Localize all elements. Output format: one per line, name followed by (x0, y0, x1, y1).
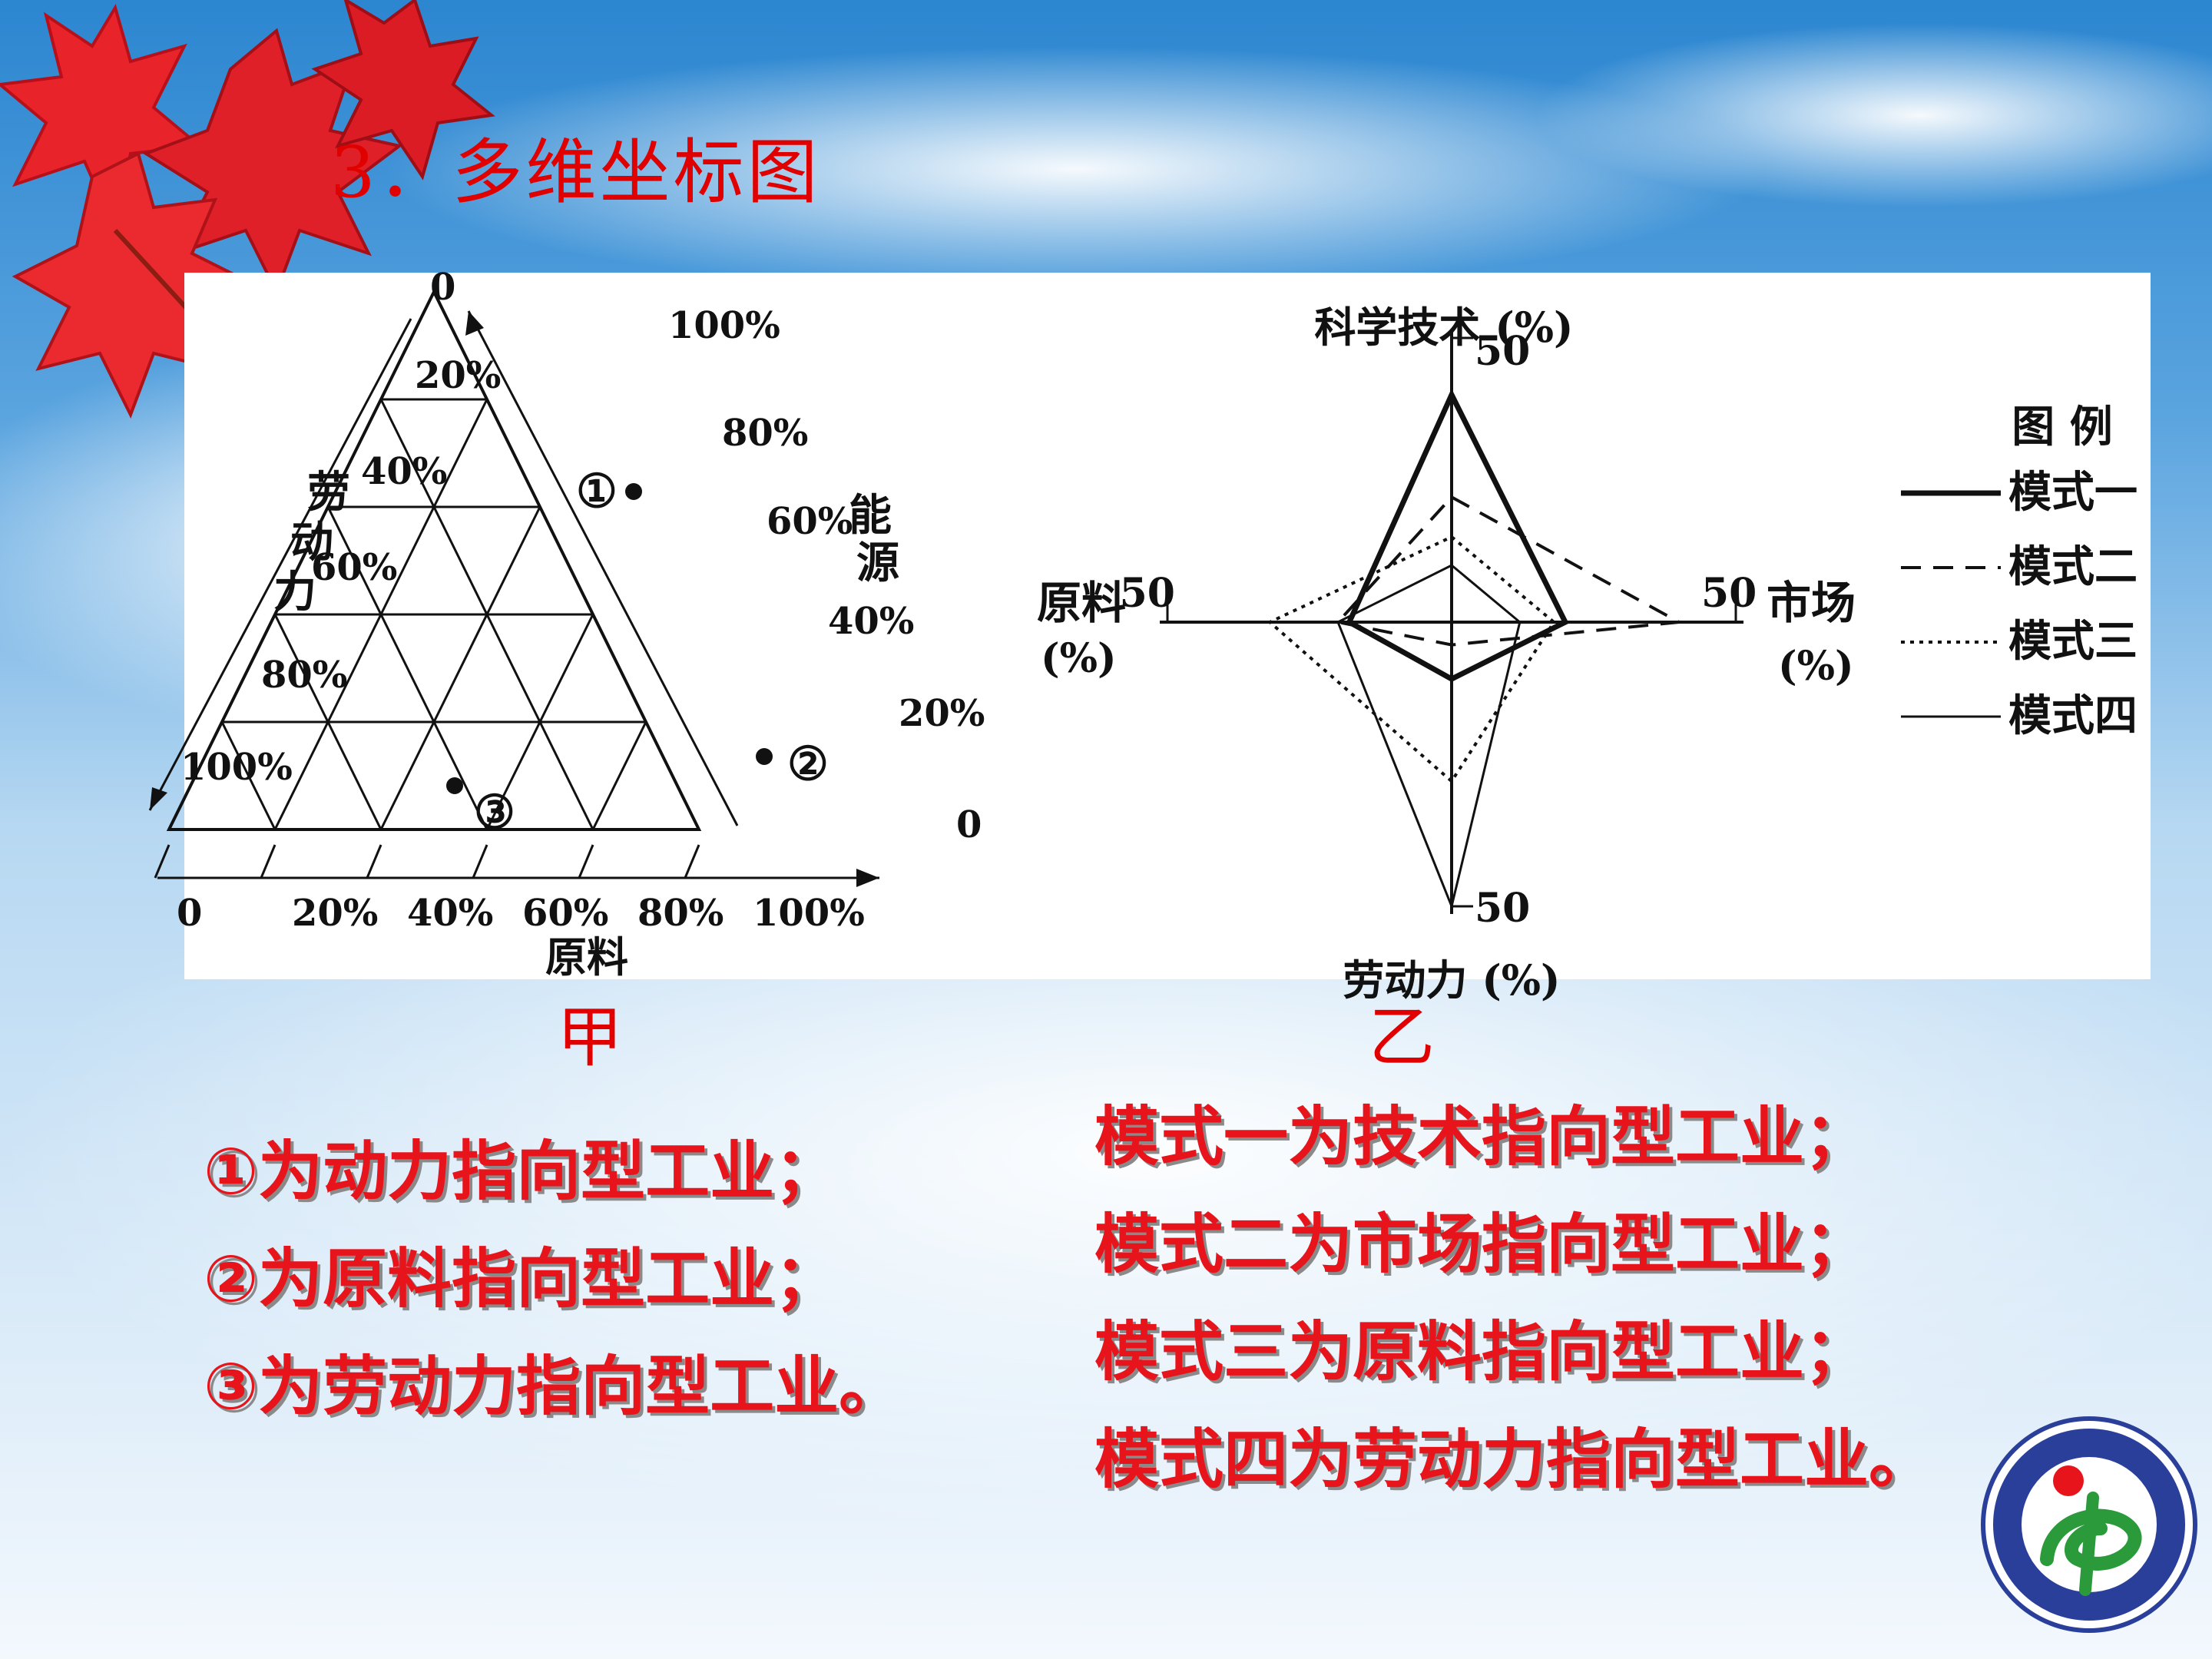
radar-series-thick (1346, 388, 1569, 682)
figure-panel: 0 100% 80% 60% 40% 20% 0 20% 40% 60% 80% 100% 0 20% 40… (148, 266, 2151, 1005)
left-axis-arrow (150, 787, 167, 810)
bottom-axis-tick-label: 80% (637, 892, 724, 935)
grid-line (379, 506, 541, 830)
right-axis-tick-label: 80% (722, 412, 808, 455)
bottom-axis-max-label: 50 (1475, 885, 1530, 932)
triangle-outline (166, 288, 702, 831)
right-axis-tick-label: 60% (767, 500, 853, 543)
school-seal-logo (1981, 1416, 2197, 1633)
conclusion-item: 模式三为原料指向型工业； (1094, 1314, 1869, 1389)
conclusions-left: ①为动力指向型工业； ②为原料指向型工业； ③为劳动力指向型工业。 (204, 1118, 903, 1440)
bottom-axis-tick-label: 100% (753, 892, 865, 935)
right-axis-name: 能 (849, 490, 892, 541)
bottom-tick (154, 844, 171, 879)
bottom-tick (578, 844, 594, 879)
right-axis-tick-label: 100% (668, 304, 780, 347)
radar-series-thin (1336, 564, 1522, 910)
bottom-tick (684, 844, 700, 879)
grid-line (379, 399, 594, 830)
bottom-axis-arrow (856, 869, 879, 887)
grid-line (273, 399, 488, 830)
bottom-axis-name: 原料 (545, 932, 628, 982)
data-point (756, 748, 773, 765)
left-axis-name: 劳 (307, 467, 350, 518)
legend-label: 模式四 (2008, 690, 2137, 741)
conclusion-item: 模式四为劳动力指向型工业。 (1094, 1422, 1934, 1497)
left-axis-tick-label: 80% (261, 654, 347, 697)
bottom-axis-tick-label: 20% (292, 892, 378, 935)
data-point-label: ① (576, 465, 618, 518)
legend-title: 图 例 (2012, 402, 2113, 452)
legend-label: 模式一 (2008, 467, 2137, 518)
right-axis-unit: (%) (1778, 643, 1854, 690)
maple-leaf-icon (0, 4, 204, 236)
left-axis-tick-label: 100% (180, 746, 293, 789)
triangle-chart-caption: 甲 (557, 999, 623, 1076)
bottom-tick (260, 844, 276, 879)
data-point-label: ③ (474, 786, 515, 839)
bottom-tick (472, 844, 488, 879)
top-axis-name: 科学技术 (%) (1314, 303, 1573, 352)
bottom-axis-tick-label: 40% (407, 892, 493, 935)
left-axis-line (148, 318, 412, 811)
conclusion-item: 模式一为技术指向型工业； (1094, 1099, 1869, 1174)
maple-leaf-icon (311, 0, 495, 180)
left-axis-tick-label: 60% (311, 546, 397, 589)
bottom-axis-tick-label: 60% (522, 892, 608, 935)
left-axis-name: 动 (290, 517, 333, 568)
bottom-axis-name: 劳动力 (%) (1343, 955, 1560, 1005)
conclusion-item: 模式二为市场指向型工业； (1094, 1207, 1869, 1282)
right-axis-tick-label: 0 (956, 803, 982, 846)
legend-label: 模式三 (2008, 616, 2137, 667)
conclusions-right: 模式一为技术指向型工业； 模式二为市场指向型工业； 模式三为原料指向型工业； 模… (1094, 1083, 1933, 1513)
top-axis-max-label: 50 (1475, 328, 1530, 375)
right-axis-name: 市场 (1767, 577, 1856, 629)
left-axis-unit: (%) (1041, 635, 1117, 682)
left-axis-tick-label: 20% (415, 354, 501, 397)
right-axis-name: 源 (856, 538, 899, 588)
right-axis-arrow (465, 311, 484, 336)
bottom-axis-tick-label: 0 (177, 892, 202, 935)
data-point (625, 483, 642, 500)
conclusion-item: ②为原料指向型工业； (204, 1241, 839, 1316)
right-axis-max-label: 50 (1701, 570, 1757, 617)
data-point-label: ② (787, 737, 829, 791)
right-axis-tick-label: 20% (899, 692, 985, 735)
grid-line (326, 506, 488, 830)
grid-line (591, 721, 647, 830)
radar-chart-caption: 乙 (1369, 999, 1435, 1076)
grid-line (220, 721, 276, 830)
conclusion-item: ③为劳动力指向型工业。 (204, 1349, 904, 1424)
slide-title: 3．多维坐标图 (330, 131, 821, 214)
right-axis-tick-label: 40% (828, 600, 914, 643)
triangle-chart: 0 100% 80% 60% 40% 20% 0 20% 40% 60% 80% 100% 0 20% 40… (148, 266, 985, 982)
conclusion-item: ①为动力指向型工业； (204, 1134, 839, 1209)
right-axis-line (467, 310, 739, 826)
left-axis-max-label: 50 (1120, 570, 1175, 617)
left-axis-tick-label: 40% (361, 450, 447, 493)
left-axis-name: 原料 (1037, 577, 1126, 629)
left-axis-name: 力 (273, 567, 316, 618)
legend-label: 模式二 (2008, 541, 2137, 592)
radar-series-dashed (1335, 495, 1684, 647)
apex-label: 0 (430, 266, 455, 309)
data-point (446, 777, 463, 794)
bottom-tick (366, 844, 382, 879)
